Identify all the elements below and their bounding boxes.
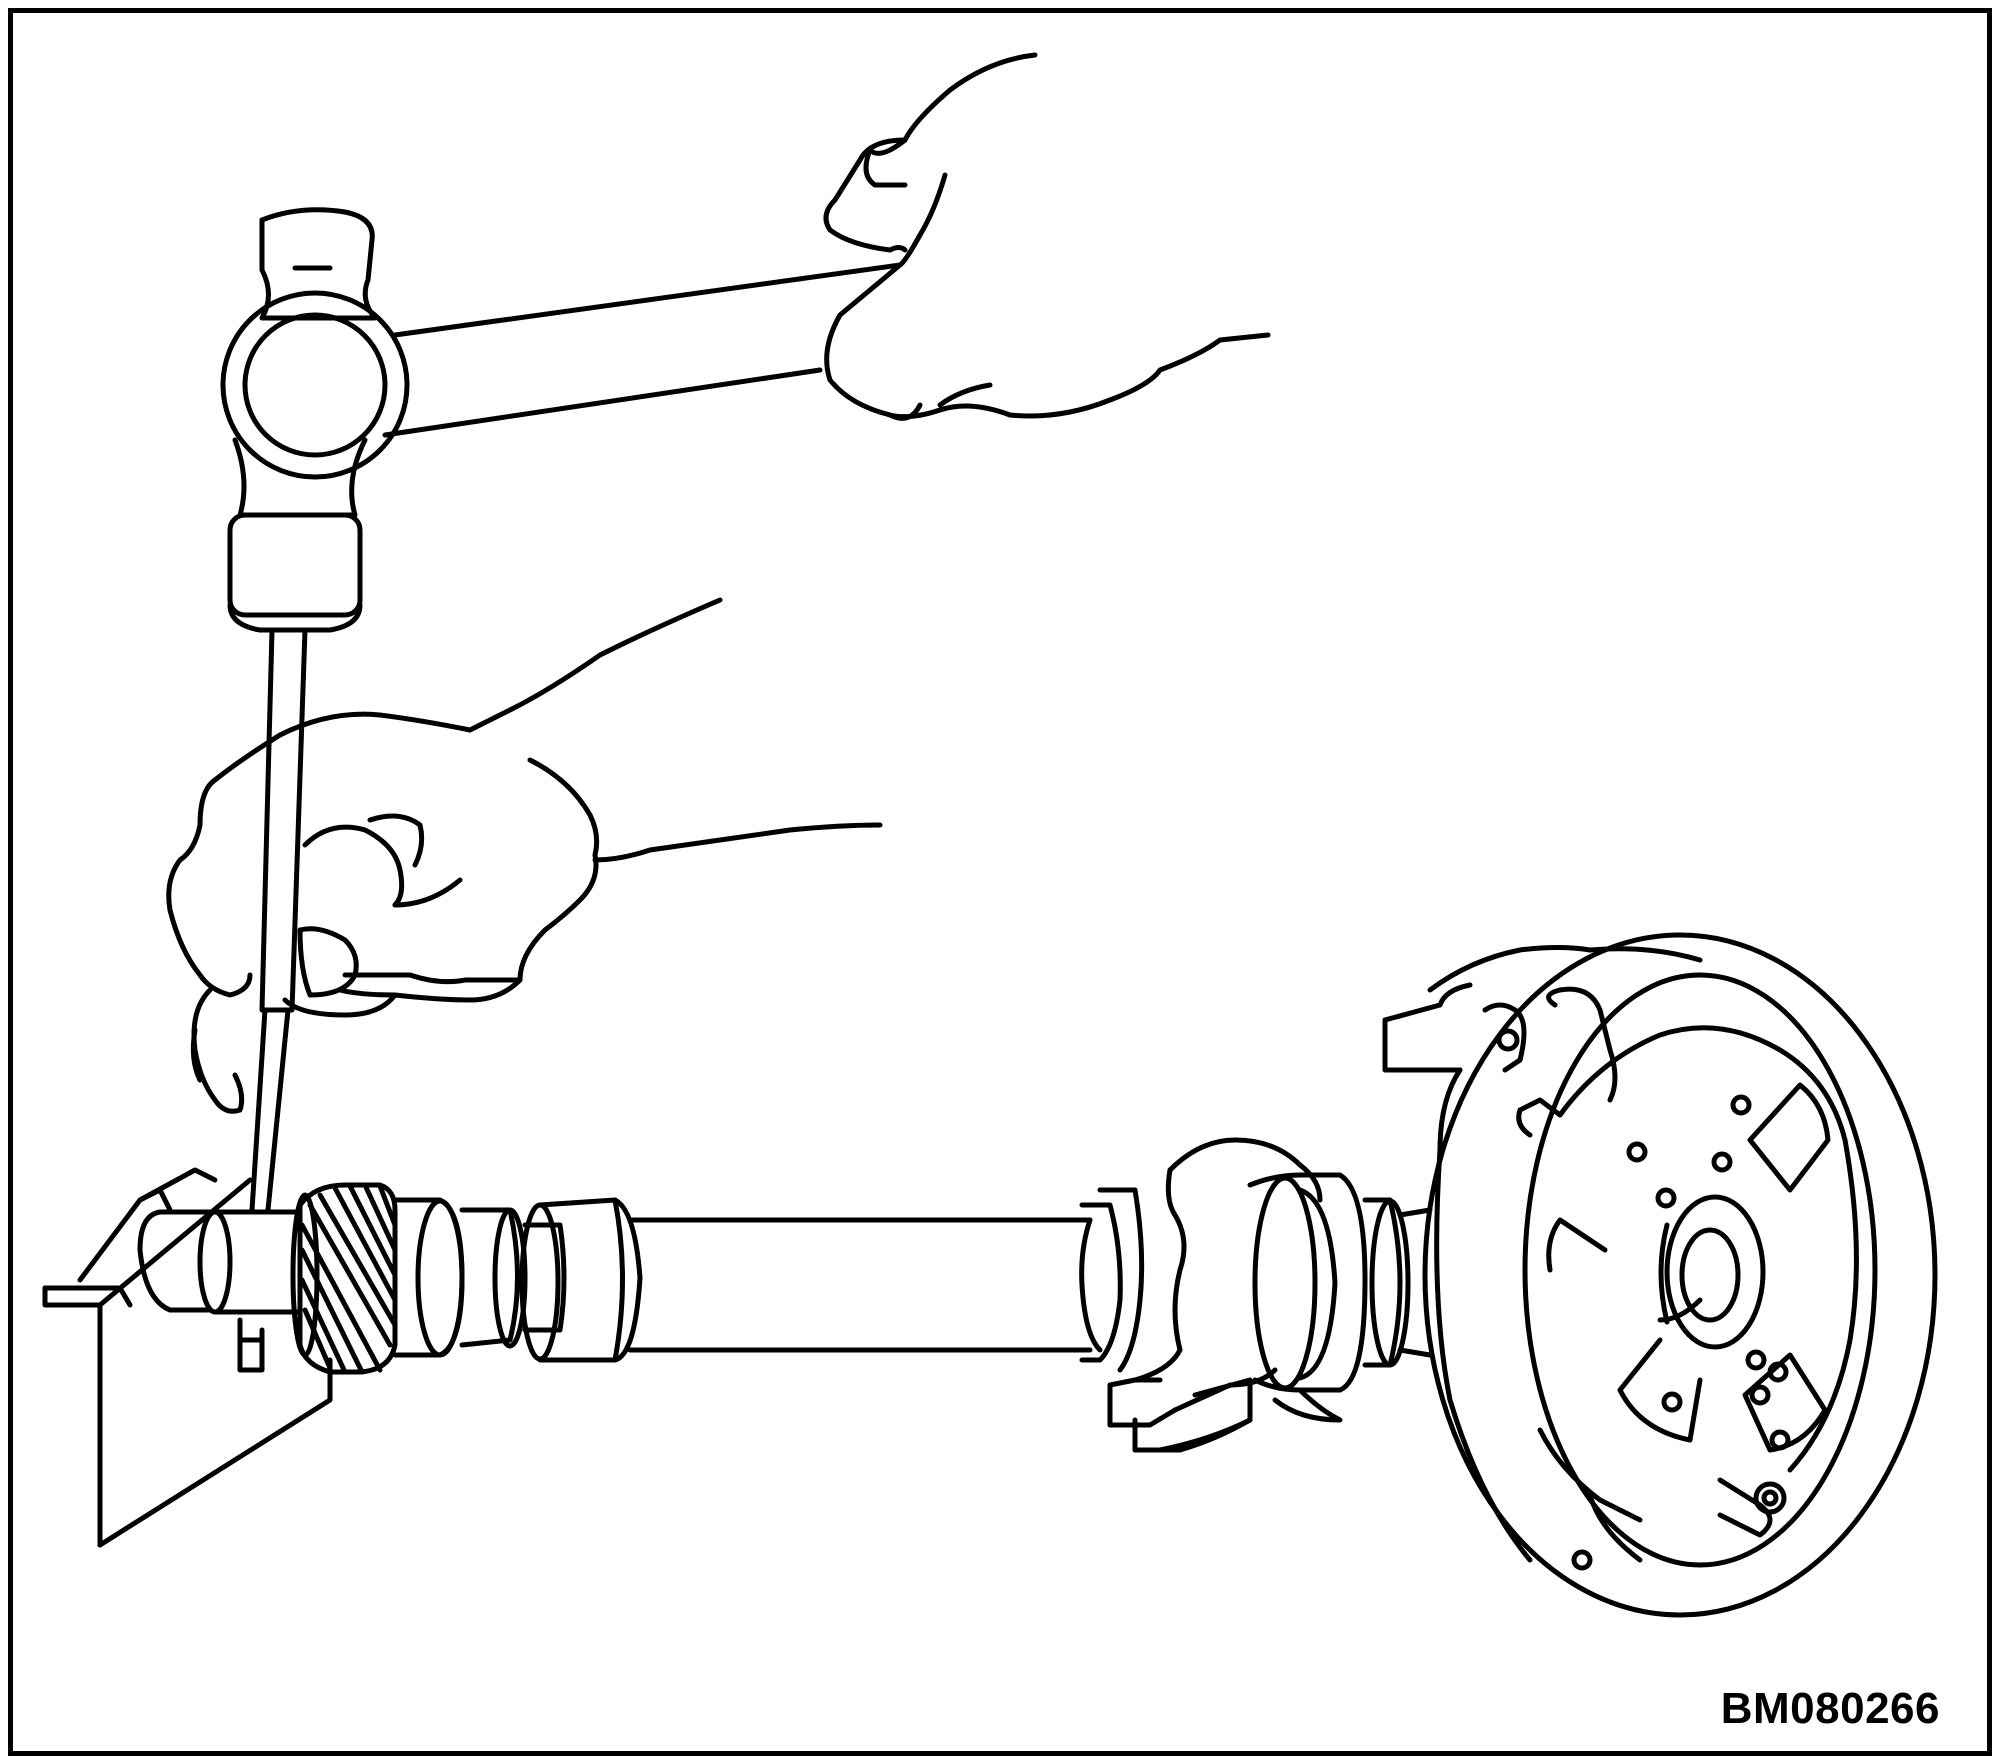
- figure-code: BM080266: [1720, 1684, 1940, 1733]
- bench-block: [42, 1167, 333, 1548]
- figure-frame: [8, 8, 1992, 1756]
- shaft-assembly: [137, 1137, 1433, 1453]
- right-hand: [823, 52, 1271, 421]
- hammer: [220, 207, 903, 633]
- punch: [249, 627, 308, 1213]
- left-hand: [166, 597, 883, 1114]
- housing: [1382, 932, 1938, 1618]
